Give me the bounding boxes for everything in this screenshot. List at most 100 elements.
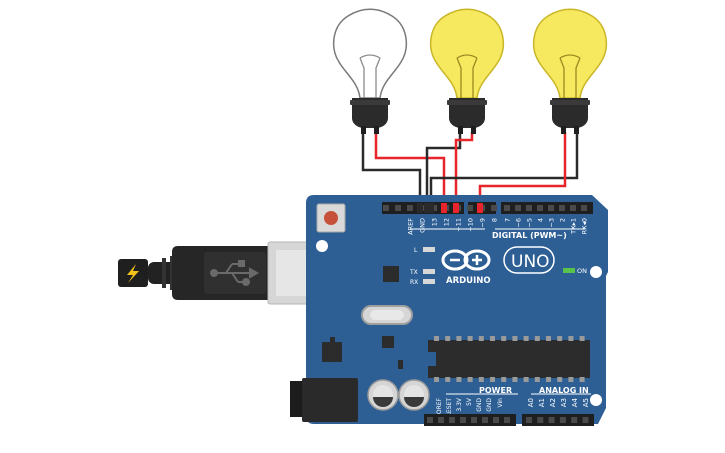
pin-socket[interactable] xyxy=(427,417,433,423)
usb-symbol-icon xyxy=(210,260,260,286)
bulb-filament xyxy=(359,54,381,98)
mount-hole xyxy=(590,394,602,406)
wire-bulb1-black[interactable] xyxy=(361,132,422,212)
bulb-glass xyxy=(532,8,608,99)
pin-socket[interactable] xyxy=(581,205,587,211)
digital-pin-label: ~9 xyxy=(479,218,487,228)
bulb-terminal xyxy=(361,126,366,134)
chip-pin xyxy=(456,377,462,382)
chip-pin xyxy=(434,336,439,341)
bulb-base xyxy=(552,98,588,128)
chip-pin xyxy=(512,377,518,382)
pin-socket[interactable] xyxy=(559,417,566,423)
chip-pin xyxy=(557,336,563,341)
pin-socket[interactable] xyxy=(571,417,578,423)
pin-socket[interactable] xyxy=(570,205,576,211)
wire-bulb1-red[interactable] xyxy=(374,132,446,212)
chip-pin xyxy=(523,336,529,341)
pin-socket[interactable] xyxy=(526,205,532,211)
usb-chip xyxy=(383,266,399,282)
bulb-3[interactable] xyxy=(532,8,608,134)
arduino-logo-text: ARDUINO xyxy=(446,276,491,286)
chip-pin xyxy=(546,377,551,382)
chip-pin xyxy=(467,336,473,341)
pin-socket[interactable] xyxy=(449,417,455,423)
bulb-1[interactable] xyxy=(332,8,408,134)
bulb-2[interactable] xyxy=(429,8,505,134)
chip-pin xyxy=(434,377,439,382)
led-tx xyxy=(423,269,435,274)
chip-pin xyxy=(523,377,529,382)
digital-section-label: DIGITAL (PWM~) xyxy=(492,231,567,240)
led-rx-label: RX xyxy=(410,279,418,286)
led-l-label: L xyxy=(414,247,418,254)
power-pin-label: GND xyxy=(486,398,493,412)
pin-socket[interactable] xyxy=(383,205,389,211)
bulb-base-band xyxy=(447,100,487,105)
capacitor xyxy=(367,379,399,411)
dc-power-jack[interactable] xyxy=(290,378,358,422)
digital-pin-label: ~11 xyxy=(455,218,463,232)
led-rx xyxy=(423,279,435,284)
power-pin-label: IOREF xyxy=(436,397,443,415)
pin-socket[interactable] xyxy=(548,417,555,423)
digital-pin-label: GND xyxy=(419,218,427,233)
chip-pin xyxy=(579,377,585,382)
pin-socket[interactable] xyxy=(537,417,544,423)
power-plug-badge[interactable] xyxy=(118,259,148,287)
digital-pin-label: TX▸1 xyxy=(570,218,578,235)
bulb-terminal xyxy=(561,126,566,134)
arduino-logo xyxy=(441,249,491,271)
chip-pin xyxy=(501,336,507,341)
digital-pin-label: ~6 xyxy=(515,218,523,228)
crystal-inner xyxy=(370,310,404,320)
pin-socket[interactable] xyxy=(460,417,466,423)
pin-socket[interactable] xyxy=(395,205,401,211)
pin-socket[interactable] xyxy=(504,417,510,423)
pin-socket[interactable] xyxy=(407,205,413,211)
uno-badge xyxy=(503,246,555,274)
digital-pin-label: 13 xyxy=(431,218,439,226)
chip-pin xyxy=(467,377,473,382)
lightning-bolt-icon xyxy=(127,264,139,283)
on-led-label: ON xyxy=(577,267,587,275)
digital-pin-label: 2 xyxy=(559,218,567,222)
bulb-filament xyxy=(456,54,478,98)
wire-bulb2-red[interactable] xyxy=(454,132,474,212)
pin-socket[interactable] xyxy=(438,417,444,423)
pin-socket[interactable] xyxy=(493,417,499,423)
smd-chip xyxy=(382,336,394,348)
pin-socket[interactable] xyxy=(482,417,488,423)
atmega-microcontroller xyxy=(428,336,590,382)
pin-socket[interactable] xyxy=(491,205,497,211)
digital-pin-label: AREF xyxy=(407,218,415,235)
pin-socket[interactable] xyxy=(582,417,589,423)
wires xyxy=(361,132,579,212)
pin-socket[interactable] xyxy=(537,205,543,211)
mount-hole xyxy=(316,240,328,252)
chip-pin xyxy=(445,336,451,341)
bulb-base-band xyxy=(550,100,590,105)
pin-socket[interactable] xyxy=(559,205,565,211)
pin-socket[interactable] xyxy=(548,205,554,211)
pin-socket[interactable] xyxy=(526,417,532,423)
chip-pin xyxy=(490,336,495,341)
model-label: UNO xyxy=(511,252,550,272)
smd-component xyxy=(398,360,403,369)
chip-pin xyxy=(546,336,551,341)
chip-pin xyxy=(568,336,574,341)
usb-cable-ring xyxy=(162,258,166,288)
bulb-base-band xyxy=(350,100,390,105)
pin-socket[interactable] xyxy=(467,205,473,211)
reset-button[interactable] xyxy=(316,203,346,233)
wire-plugs xyxy=(417,203,483,213)
chip-pin xyxy=(557,377,563,382)
pin-socket[interactable] xyxy=(471,417,477,423)
digital-pin-label: ~10 xyxy=(467,218,475,232)
digital-pin-label: 7 xyxy=(504,218,512,222)
pin-socket[interactable] xyxy=(515,205,521,211)
pin-socket[interactable] xyxy=(504,205,510,211)
